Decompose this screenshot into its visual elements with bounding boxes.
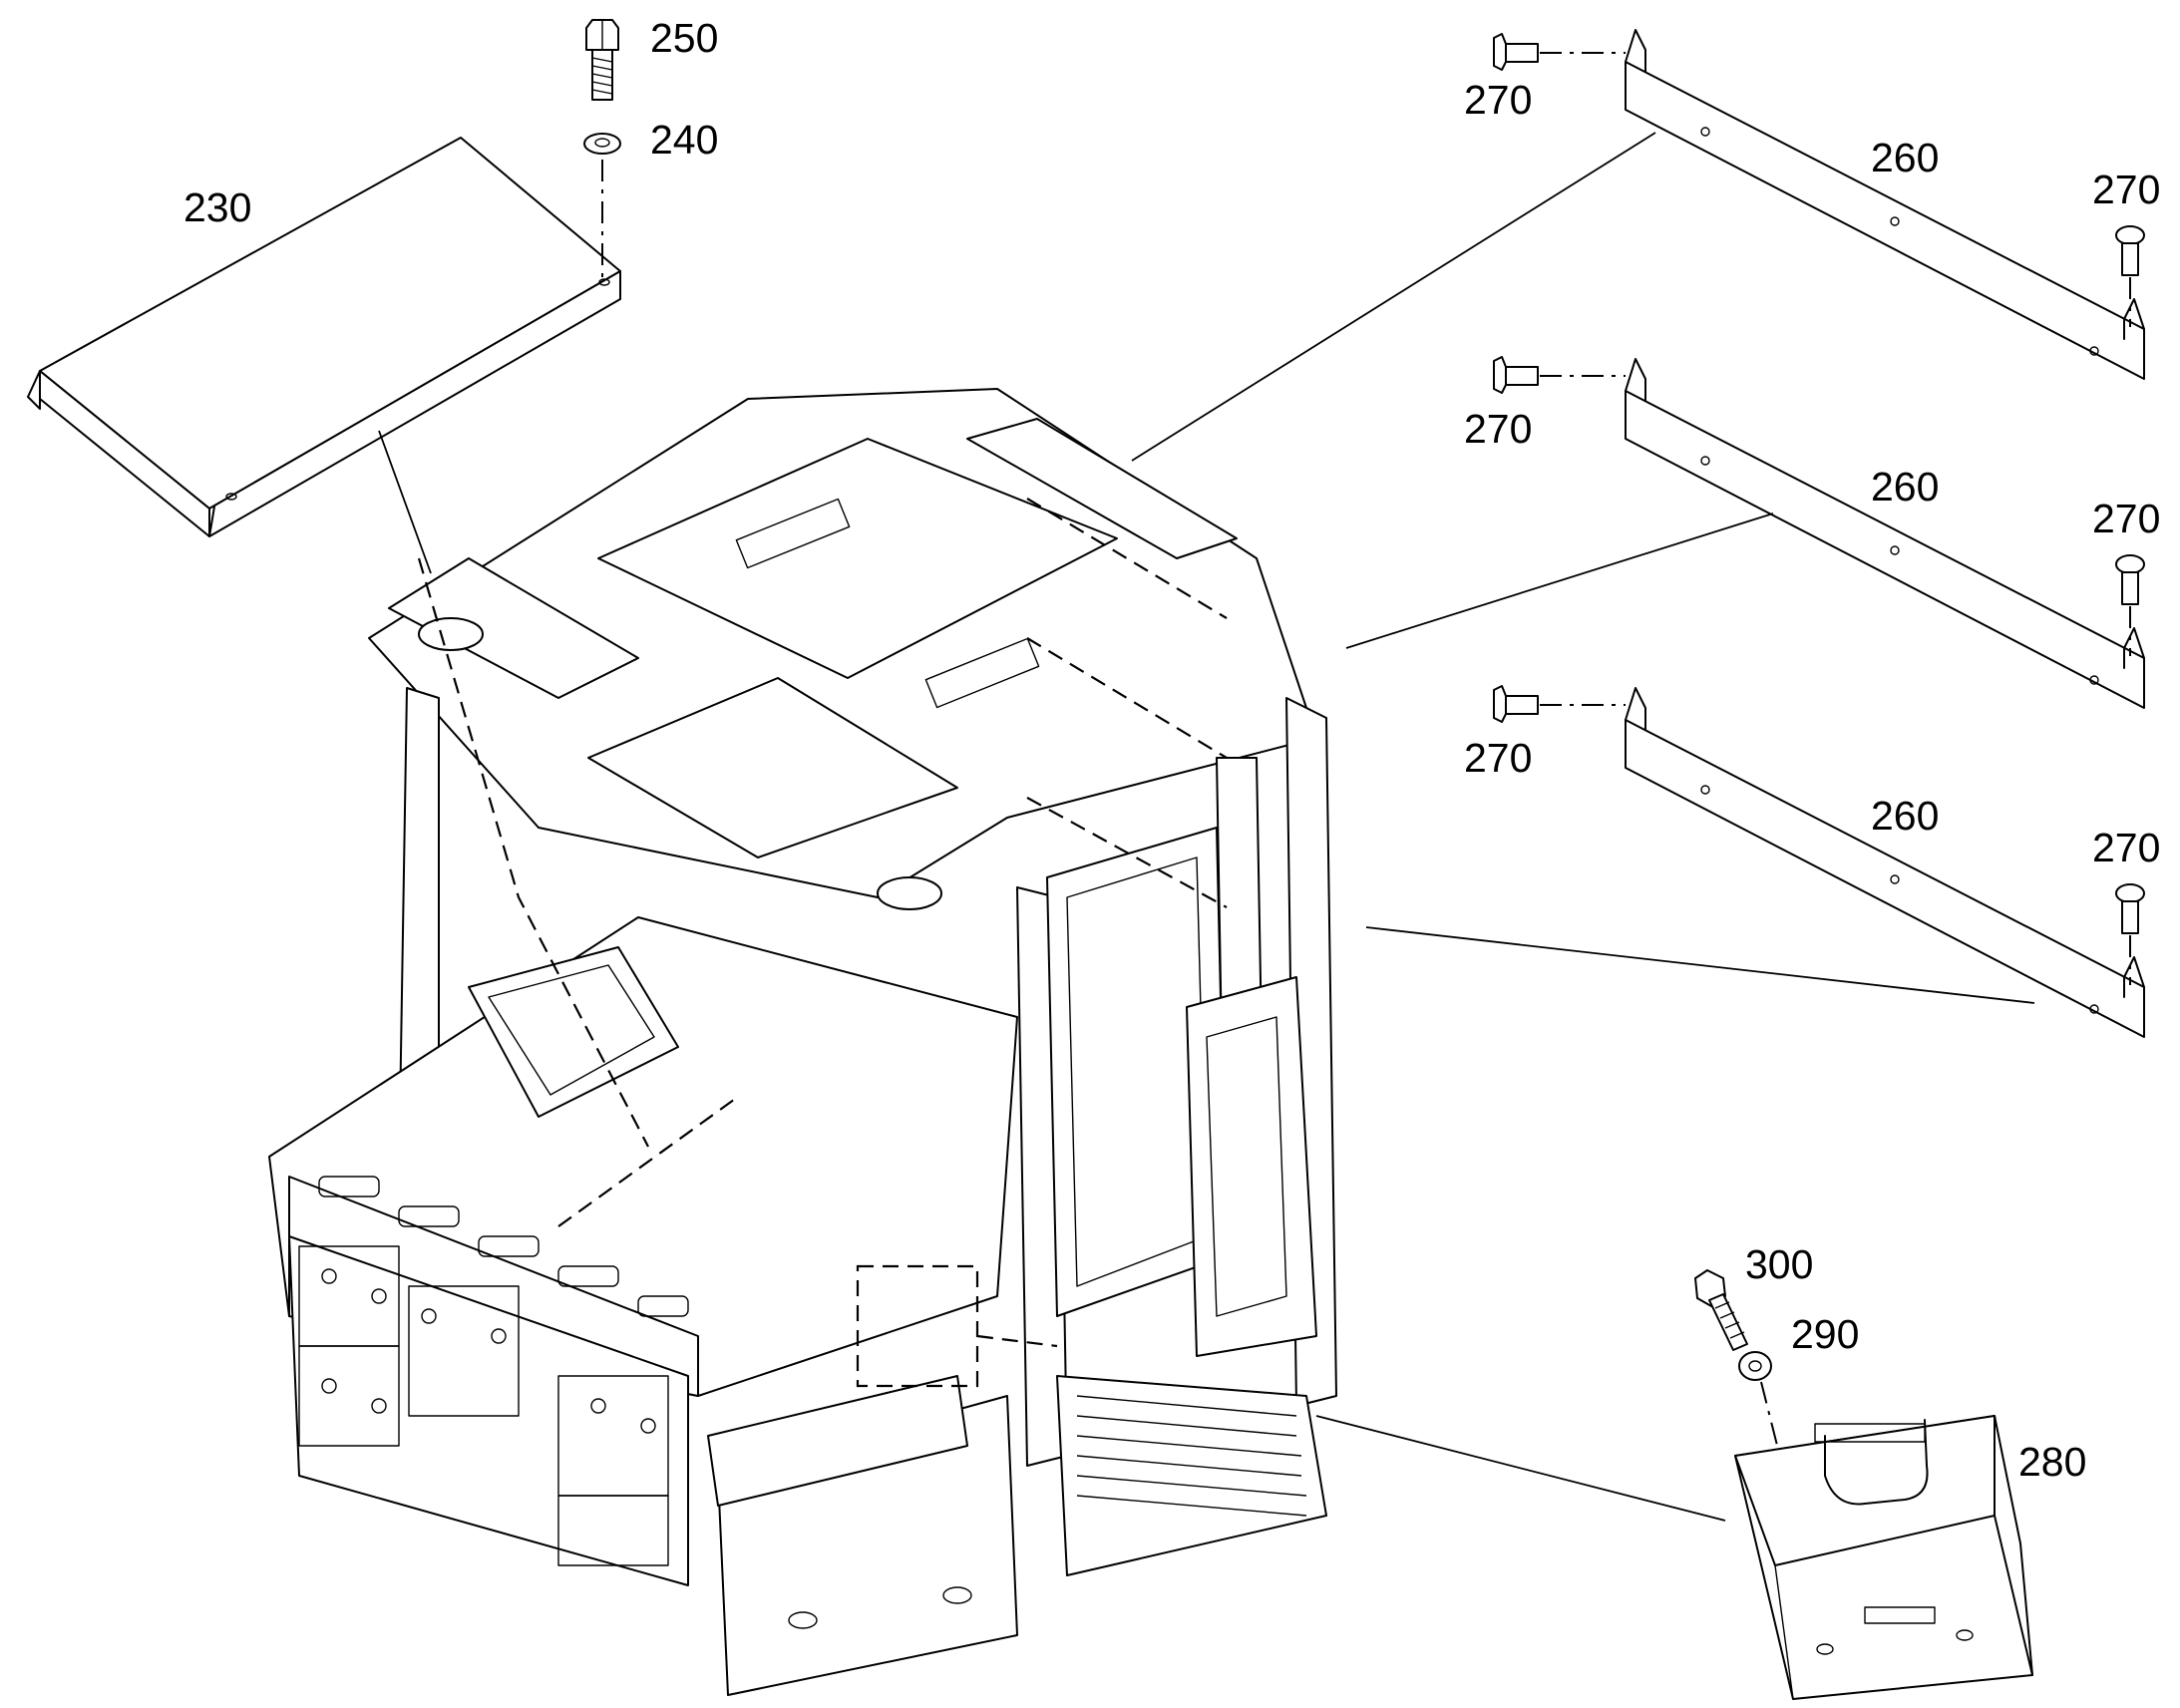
label-270-left-top: 270	[1464, 77, 1532, 123]
label-270-right-middle: 270	[2092, 496, 2160, 541]
leader-lines	[378, 132, 2035, 1522]
part-270-screw-left-top	[1493, 33, 1626, 71]
part-260-bracket-bottom	[1625, 687, 2145, 1038]
label-270-left-middle: 270	[1464, 406, 1532, 452]
label-250: 250	[650, 15, 718, 61]
part-270-screw-left-middle	[1493, 356, 1626, 394]
label-260-bottom: 260	[1871, 793, 1939, 839]
label-280: 280	[2018, 1439, 2086, 1485]
part-250-bolt	[585, 19, 619, 101]
part-300-bolt	[1694, 1269, 1748, 1351]
label-300: 300	[1745, 1241, 1813, 1287]
part-280-tray	[1734, 1415, 2033, 1700]
part-260-bracket-middle	[1625, 358, 2145, 709]
label-260-top: 260	[1871, 135, 1939, 180]
label-240: 240	[650, 117, 718, 163]
part-260-bracket-top	[1625, 29, 2145, 380]
part-270-screw-left-bottom	[1493, 685, 1626, 723]
label-290: 290	[1791, 1311, 1859, 1357]
part-labels: 230 240 250 260 260 260 270 270 270 270 …	[183, 15, 2160, 1485]
part-240-washer	[583, 133, 621, 281]
label-230: 230	[183, 184, 251, 230]
cab-frame	[268, 388, 1337, 1696]
label-260-middle: 260	[1871, 464, 1939, 510]
part-230-cover-plate	[27, 137, 621, 537]
part-270-screw-right-top	[2115, 225, 2145, 327]
label-270-right-bottom: 270	[2092, 825, 2160, 870]
label-270-left-bottom: 270	[1464, 735, 1532, 781]
label-270-right-top: 270	[2092, 167, 2160, 212]
part-270-screw-right-bottom	[2115, 883, 2145, 985]
part-270-screw-right-middle	[2115, 554, 2145, 656]
